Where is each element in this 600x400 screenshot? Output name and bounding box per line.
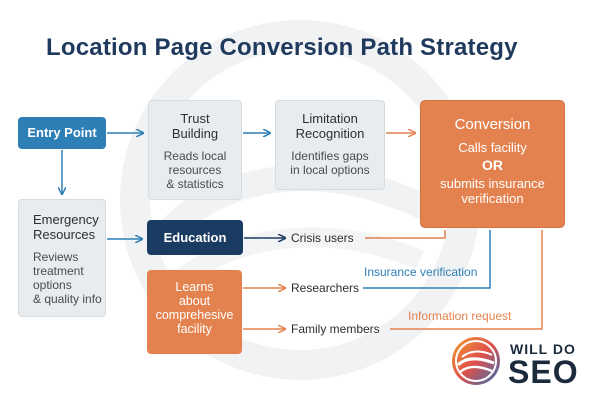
limitation-head-2: Recognition [295,126,365,141]
learns-line-3: comprehesive [155,308,234,322]
arrow-family-conversion [390,230,543,330]
logo-text-line-2: SEO [508,354,579,390]
emergency-sub-1: Reviews [33,250,79,264]
entry-point-node: Entry Point [18,117,106,149]
emergency-sub-4: & quality info [33,292,102,306]
arrow-crisis-conversion [365,230,446,239]
will-do-seo-logo: WILL DO SEO [450,335,600,400]
emergency-head-2: Resources [33,227,96,242]
label-researchers: Researchers [291,281,360,295]
learns-facility-node: Learns about comprehesive facility [147,270,242,354]
page-title: Location Page Conversion Path Strategy [46,34,518,61]
limitation-head-1: Limitation [302,111,358,126]
learns-line-4: facility [177,322,212,336]
emergency-resources-node: Emergency Resources Reviews treatment op… [18,199,106,317]
label-crisis-users: Crisis users [291,231,354,245]
limitation-recognition-node: Limitation Recognition Identifies gaps i… [275,100,385,190]
label-information-request: Information request [408,309,512,323]
logo-mark-icon [452,337,500,385]
conversion-line-3: verification [461,191,524,206]
limitation-sub-1: Identifies gaps [291,149,369,163]
conversion-head: Conversion [454,116,531,133]
arrow-researchers-conversion [363,230,491,289]
trust-sub-1: Reads local [163,149,227,163]
trust-building-node: Trust Building Reads local resources & s… [148,100,242,200]
emergency-sub-2: treatment [33,264,84,278]
learns-line-2: about [178,294,211,308]
education-node: Education [147,220,243,255]
trust-head-2: Building [171,126,219,141]
conversion-line-2: submits insurance [440,176,545,191]
trust-sub-2: resources [168,163,222,177]
limitation-sub-2: in local options [290,163,370,177]
conversion-node: Conversion Calls facility OR submits ins… [420,100,565,228]
learns-line-1: Learns [175,280,214,294]
label-insurance-verification: Insurance verification [364,265,478,279]
conversion-or: OR [482,157,503,173]
trust-sub-3: & statistics [166,177,224,191]
trust-head-1: Trust [180,111,210,126]
label-family-members: Family members [291,322,380,336]
emergency-head-1: Emergency [33,212,99,227]
emergency-sub-3: options [33,278,72,292]
logo-text-line-1: WILL DO [510,341,576,357]
conversion-line-1: Calls facility [458,140,527,155]
